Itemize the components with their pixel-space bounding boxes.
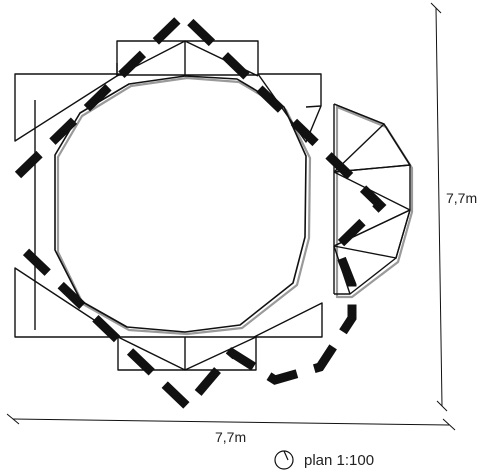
right-annex	[333, 103, 411, 295]
lower-left-wing	[14, 267, 121, 338]
dashed-outer-boundary	[14, 8, 387, 413]
bottom-rect	[117, 336, 257, 371]
width-tick-left	[6, 413, 20, 425]
width-tick-right	[442, 418, 456, 431]
horizontal-dimension	[6, 413, 456, 431]
top-rect	[116, 40, 259, 76]
upper-right-triangle	[257, 73, 322, 143]
lower-left-triangle	[14, 267, 121, 338]
annex-facet-2	[333, 123, 411, 173]
upper-left-triangle	[14, 73, 121, 142]
scale-label: plan 1:100	[304, 452, 374, 469]
upper-right-wing	[257, 73, 322, 143]
bottom-triangle-module	[117, 336, 257, 371]
height-label: 7,7m	[446, 190, 477, 206]
height-tick-top	[430, 2, 442, 14]
width-label: 7,7m	[215, 429, 246, 445]
upper-left-wing	[14, 73, 121, 330]
shadow-strokes	[56, 76, 414, 336]
annex-facet-4	[333, 209, 411, 259]
bottom-right-triangle	[184, 336, 257, 371]
dodecagon-shadow	[56, 76, 312, 336]
central-dodecagon	[54, 75, 307, 333]
clock-icon	[274, 450, 294, 470]
vertical-dimension	[430, 2, 448, 412]
upper-right-tick	[305, 105, 322, 108]
height-dimension-line	[435, 7, 443, 407]
lower-right-wing	[253, 302, 323, 338]
bottom-left-triangle	[117, 336, 186, 371]
width-dimension-line	[12, 418, 450, 426]
height-tick-bottom	[436, 400, 448, 412]
lower-right-triangle	[253, 302, 323, 338]
